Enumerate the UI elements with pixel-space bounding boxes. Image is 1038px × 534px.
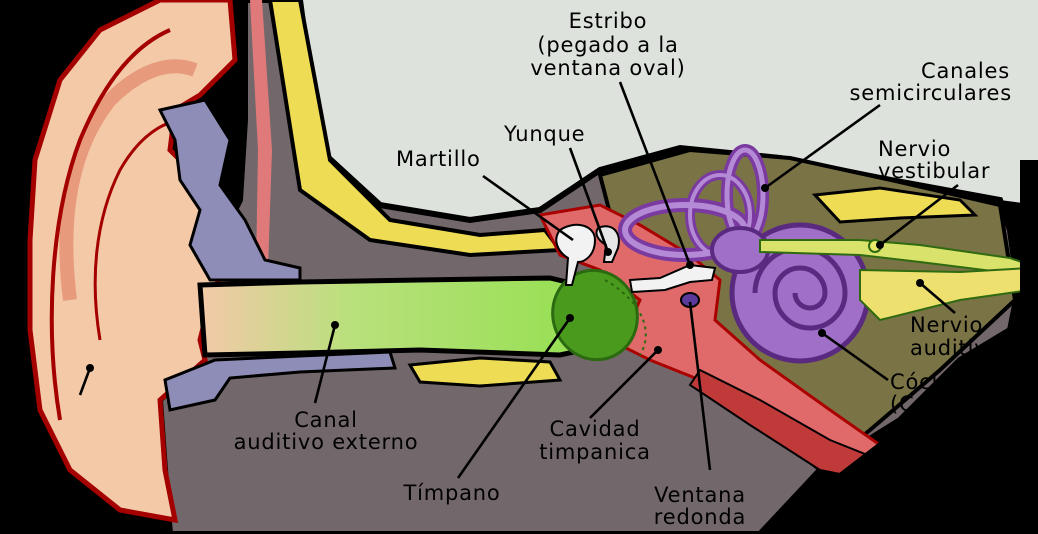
bone-strip-upper — [267, 0, 564, 258]
cranial-background — [300, 0, 1038, 220]
label-yunque: Yunque — [503, 122, 585, 146]
label-nervio-auditivo-2: auditivo — [910, 336, 1001, 360]
label-nervio-vestibular-1: Nervio — [878, 137, 951, 161]
malleus — [555, 223, 597, 286]
pinna-helix-line — [49, 28, 171, 421]
tympanic-membrane — [551, 268, 639, 362]
label-nervio-auditivo-1: Nervio — [910, 313, 983, 337]
label-canales-1: Canales — [921, 59, 1010, 83]
label-martillo: Martillo — [396, 147, 481, 171]
label-coclea-2: (Caracol) — [890, 392, 993, 416]
stapes — [628, 263, 717, 294]
pinna-antihelix-line — [93, 118, 186, 341]
leader-dots — [86, 184, 924, 372]
label-nervio-vestibular-2: vestibular — [878, 159, 990, 183]
bottom-right-black-area — [760, 320, 1038, 534]
canal-cartilage-upper — [157, 98, 302, 282]
label-ventana-1: Ventana — [654, 483, 746, 507]
leader-lines — [78, 81, 959, 479]
label-canal-1: Canal — [294, 408, 358, 432]
label-estribo-3: ventana oval) — [530, 56, 685, 80]
auditory-nerve — [859, 266, 1031, 322]
label-cavidad-2: timpanica — [539, 440, 650, 464]
pinna-inner-fold — [59, 59, 198, 301]
label-estribo-2: (pegado a la — [537, 33, 678, 57]
vessel-left — [250, 0, 272, 270]
label-coclea-1: Cóclea — [890, 370, 965, 394]
label-estribo-1: Estribo — [569, 9, 648, 33]
right-edge-mask — [1020, 160, 1038, 360]
label-canal-2: auditivo externo — [234, 430, 419, 454]
labels: Estribo (pegado a la ventana oval) Canal… — [234, 9, 1012, 529]
tympanic-membrane-dotted-edge — [604, 279, 647, 356]
label-canales-2: semicirculares — [850, 81, 1013, 105]
label-timpano: Tímpano — [402, 481, 500, 505]
label-ventana-2: redonda — [654, 505, 746, 529]
bone-strip-lower — [407, 356, 563, 388]
bone-strip-right — [811, 186, 979, 224]
label-cavidad-1: Cavidad — [550, 417, 641, 441]
